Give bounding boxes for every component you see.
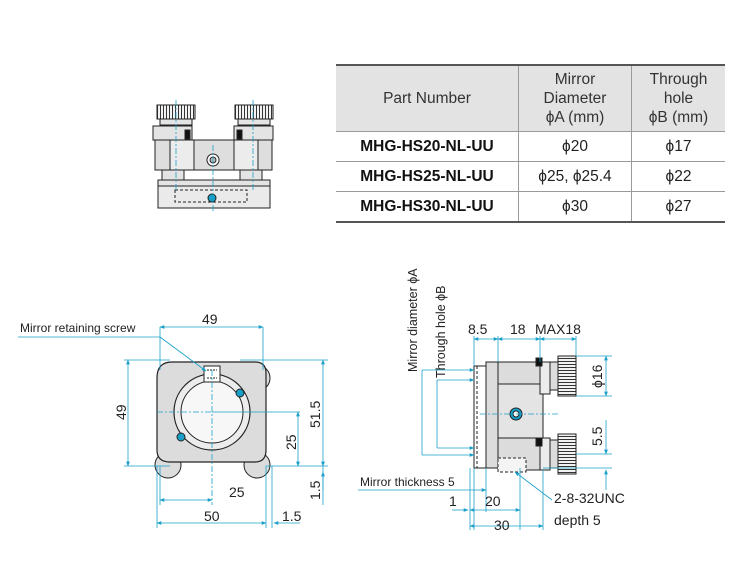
header-text: Mirror — [554, 71, 596, 88]
front-dim-labels: Mirror retaining screw 49 49 51.5 25 25 … — [20, 311, 323, 524]
dim-inner-width: 25 — [229, 484, 245, 500]
header-mirror-diameter: Mirror Diameter ϕA (mm) — [518, 64, 632, 132]
upper-knob-icon — [557, 355, 577, 397]
knob-right-icon — [234, 104, 274, 120]
thread-depth-label: depth 5 — [554, 512, 601, 528]
side-dim-labels: Mirror diameter ϕA Through hole ϕB 8.5 1… — [360, 268, 625, 533]
mirror-diameter-cell: ϕ20 — [518, 131, 632, 162]
front-dim-lines — [18, 325, 328, 528]
dim-right-offset: 1.5 — [307, 480, 323, 500]
upper-marker-icon — [535, 357, 543, 367]
header-text: Diameter — [543, 90, 607, 107]
dim-18: 18 — [510, 321, 526, 337]
retaining-screw-callout: Mirror retaining screw — [20, 321, 136, 335]
front-view — [154, 361, 271, 479]
table-row: MHG-HS20-NL-UU ϕ20 ϕ17 — [336, 131, 725, 162]
screw-hole-icon — [176, 432, 186, 442]
table-header-row: Part Number Mirror Diameter ϕA (mm) Thro… — [336, 64, 725, 132]
dim-20: 20 — [485, 493, 501, 509]
side-dim-lines — [358, 336, 612, 530]
dim-phi16: ϕ16 — [589, 364, 605, 388]
dim-max18: MAX18 — [535, 321, 581, 337]
through-hole-cell: ϕ22 — [631, 161, 725, 192]
header-part-number: Part Number — [336, 64, 519, 132]
body-post-left — [169, 139, 195, 171]
dim-left-height: 49 — [113, 404, 129, 420]
dim-bottom-width: 50 — [204, 508, 220, 524]
foot-right — [239, 169, 263, 181]
through-hole-cell: ϕ27 — [631, 191, 725, 223]
mirror-diameter-cell: ϕ25, ϕ25.4 — [518, 161, 632, 192]
part-number-cell: MHG-HS20-NL-UU — [336, 131, 519, 162]
dim-5-5: 5.5 — [589, 426, 605, 446]
header-text: Part Number — [383, 90, 471, 107]
header-text: ϕB (mm) — [648, 109, 709, 126]
mirror-diameter-cell: ϕ30 — [518, 191, 632, 223]
top-view — [152, 104, 274, 209]
table-row: MHG-HS30-NL-UU ϕ30 ϕ27 — [336, 191, 725, 223]
dim-1: 1 — [449, 493, 457, 509]
side-holder-plate — [485, 361, 499, 469]
upper-arm — [497, 361, 541, 385]
body-post-right — [233, 139, 259, 171]
label-through-hole: Through hole ϕB — [434, 286, 448, 378]
marker-left-icon — [184, 129, 191, 140]
dim-inner-height: 25 — [283, 434, 299, 450]
header-through-hole: Through hole ϕB (mm) — [631, 64, 725, 132]
mirror-thickness-label: Mirror thickness 5 — [360, 475, 455, 489]
through-hole-cell: ϕ17 — [631, 131, 725, 162]
header-text: hole — [663, 90, 694, 107]
dim-top-width: 49 — [202, 311, 218, 327]
label-mirror-diameter: Mirror diameter ϕA — [406, 268, 420, 372]
header-text: Through — [649, 71, 708, 88]
knob-right-neck — [237, 118, 271, 126]
spec-table: Part Number Mirror Diameter ϕA (mm) Thro… — [336, 64, 725, 223]
marker-right-icon — [236, 129, 243, 140]
lower-marker-icon — [535, 437, 543, 447]
screw-hole-icon — [235, 388, 245, 398]
upper-adjuster-neck — [539, 361, 551, 395]
dim-bottom-offset: 1.5 — [282, 508, 302, 524]
dim-right-height: 51.5 — [307, 401, 323, 428]
side-view — [473, 355, 577, 475]
base-thread-hidden — [497, 457, 527, 473]
dim-30: 30 — [494, 517, 510, 533]
foot-left — [161, 169, 185, 181]
header-text: ϕA (mm) — [545, 109, 605, 126]
base-screw-icon — [207, 193, 217, 203]
top-view-centerlines — [175, 100, 254, 212]
side-mirror — [473, 365, 487, 469]
dim-8-5: 8.5 — [468, 321, 488, 337]
part-number-cell: MHG-HS30-NL-UU — [336, 191, 519, 223]
table-row: MHG-HS25-NL-UU ϕ25, ϕ25.4 ϕ22 — [336, 161, 725, 192]
thread-label: 2-8-32UNC — [554, 490, 625, 506]
part-number-cell: MHG-HS25-NL-UU — [336, 161, 519, 192]
